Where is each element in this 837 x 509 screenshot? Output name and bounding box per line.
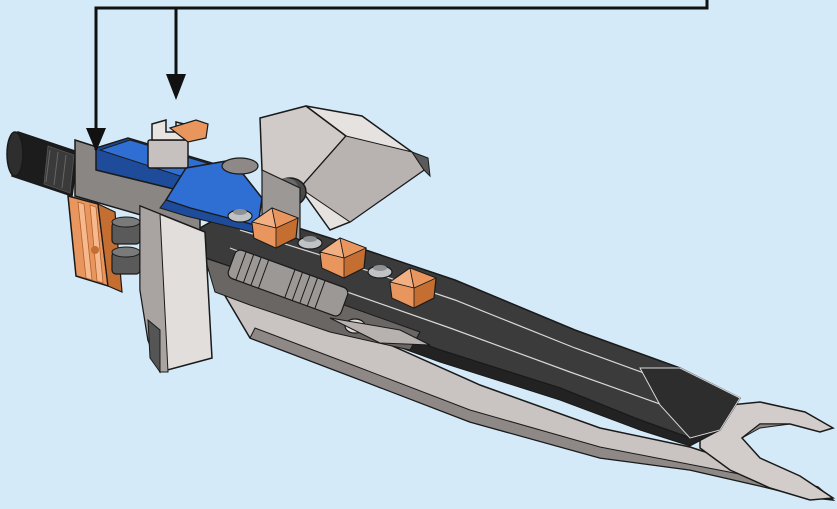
gray-stud-behind-blue <box>222 158 258 174</box>
